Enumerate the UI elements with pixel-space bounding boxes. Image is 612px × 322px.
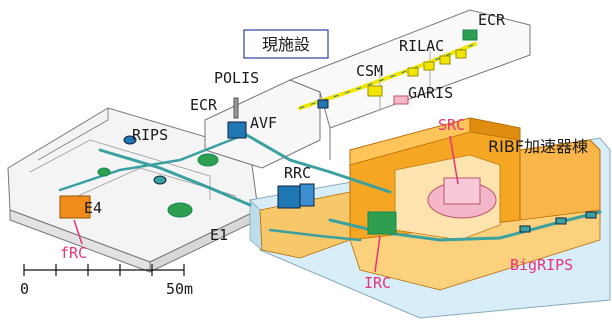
- label-src: SRC: [438, 116, 465, 134]
- label-e1: E1: [210, 226, 228, 244]
- scale-start: 0: [20, 280, 29, 298]
- label-bigrips: BigRIPS: [510, 256, 573, 274]
- ribf-building: [249, 117, 611, 319]
- label-rips: RIPS: [132, 126, 168, 144]
- label-ecr-left: ECR: [190, 96, 218, 114]
- frc-cyclotron: [59, 195, 91, 219]
- label-csm: CSM: [356, 62, 383, 80]
- irc-cyclotron: [367, 211, 397, 235]
- scale-bar: 0 50m: [20, 264, 193, 298]
- scale-end: 50m: [166, 280, 193, 298]
- title-text: 現施設: [262, 35, 310, 54]
- label-garis: GARIS: [408, 84, 453, 102]
- label-irc: IRC: [364, 274, 391, 292]
- ecr-top-source: [462, 29, 478, 41]
- label-rrc: RRC: [284, 164, 311, 182]
- label-avf: AVF: [250, 114, 277, 132]
- components: [59, 29, 597, 235]
- label-polis: POLIS: [214, 69, 259, 87]
- labels: ECR RILAC CSM GARIS POLIS ECR AVF RIPS R…: [60, 11, 588, 292]
- rrc-cyclotron: [277, 185, 301, 209]
- label-rilac: RILAC: [399, 37, 444, 55]
- label-ecr-top: ECR: [478, 11, 506, 29]
- building-label: RIBF加速器棟: [488, 137, 588, 156]
- label-frc: fRC: [60, 244, 87, 262]
- label-e4: E4: [84, 199, 102, 217]
- pointer-arrows: [73, 135, 459, 273]
- title-box: 現施設: [243, 29, 329, 59]
- avf-cyclotron: [227, 121, 247, 139]
